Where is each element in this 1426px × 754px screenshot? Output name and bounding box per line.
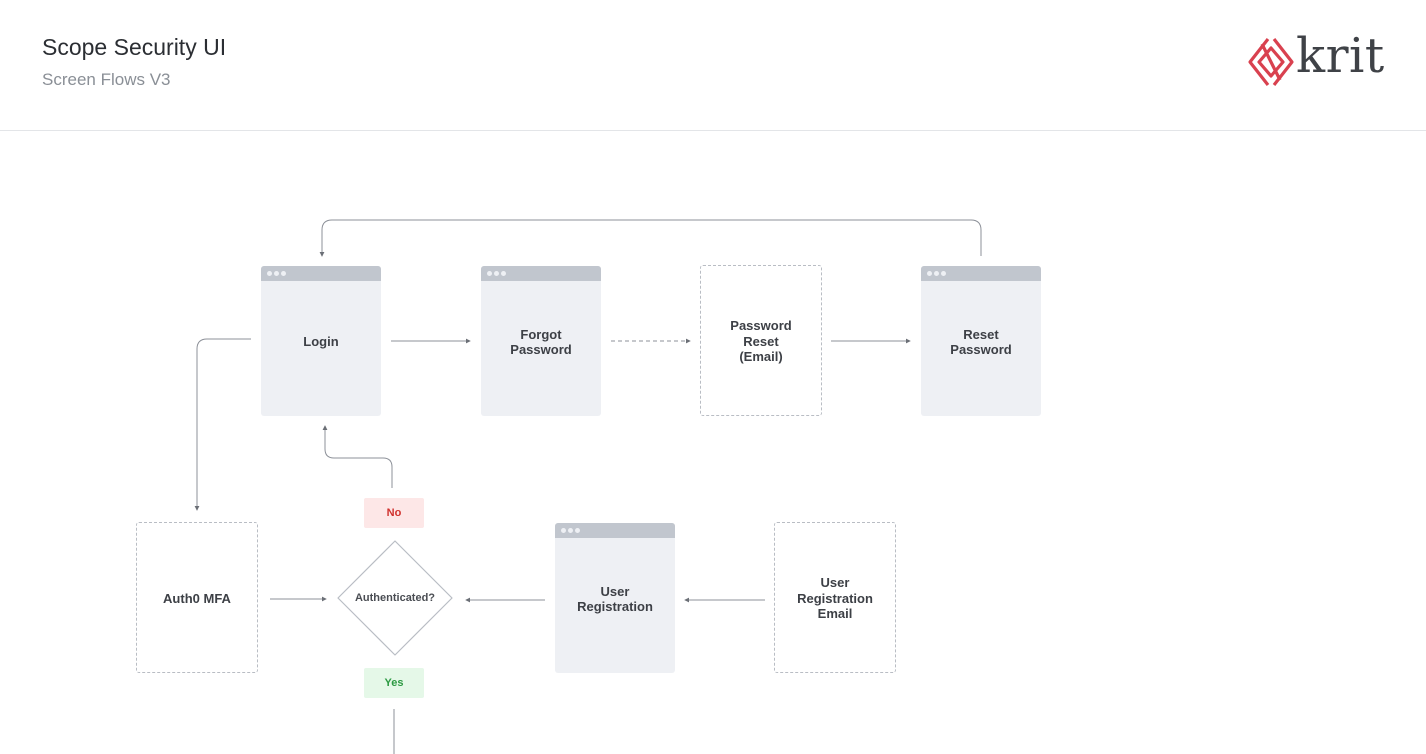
- edge-no-to-login: [322, 425, 393, 488]
- node-user-registration-email: User Registration Email: [774, 522, 896, 673]
- window-titlebar: [921, 266, 1041, 281]
- node-auth0-mfa: Auth0 MFA: [136, 522, 258, 673]
- node-label: Login: [303, 334, 339, 350]
- krit-logo: krit: [1246, 28, 1388, 88]
- node-label: User Registration Email: [797, 575, 873, 622]
- node-label: Reset Password: [950, 326, 1012, 358]
- page-subtitle: Screen Flows V3: [42, 70, 171, 89]
- node-label: User Registration: [577, 583, 653, 615]
- krit-logo-mark-icon: [1248, 38, 1294, 86]
- decision-diamond-shape: [337, 540, 453, 656]
- window-titlebar: [555, 523, 675, 538]
- page-header: Scope Security UI Screen Flows V3 krit: [0, 0, 1426, 131]
- decision-label: Authenticated?: [354, 592, 436, 604]
- node-label: Password Reset (Email): [730, 318, 792, 365]
- node-reset-password: Reset Password: [921, 266, 1041, 416]
- window-titlebar: [261, 266, 381, 281]
- page-title: Scope Security UI: [42, 34, 227, 60]
- logo-wordmark: krit: [1296, 28, 1385, 84]
- decision-authenticated: Authenticated?: [337, 540, 453, 656]
- node-login: Login: [261, 266, 381, 416]
- node-label: Auth0 MFA: [163, 590, 231, 606]
- edge-login-to-mfa: [194, 338, 251, 511]
- edge-reset-to-login: [319, 219, 982, 257]
- node-forgot-password: Forgot Password: [481, 266, 601, 416]
- decision-no-tag: No: [364, 498, 424, 528]
- node-password-reset-email: Password Reset (Email): [700, 265, 822, 416]
- window-titlebar: [481, 266, 601, 281]
- decision-yes-tag: Yes: [364, 668, 424, 698]
- node-user-registration: User Registration: [555, 523, 675, 673]
- node-label: Forgot Password: [510, 326, 572, 358]
